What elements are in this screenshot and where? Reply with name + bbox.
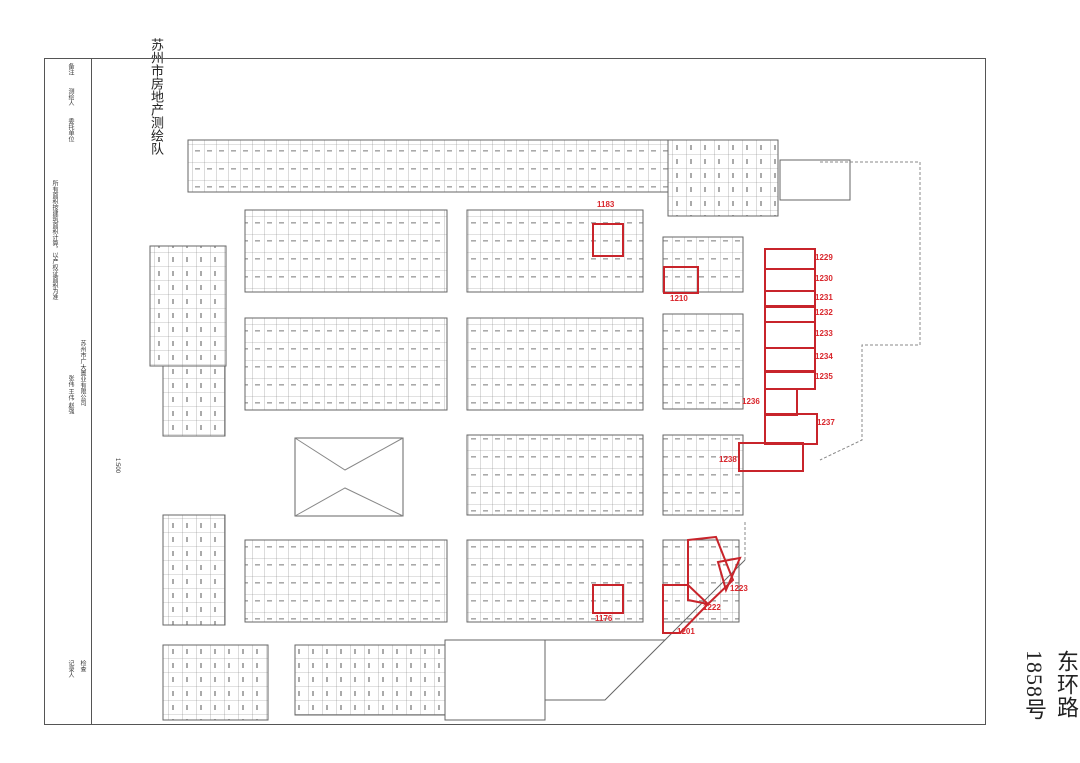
block-b2 bbox=[466, 317, 644, 411]
unit-1234-label: 1234 bbox=[815, 352, 833, 361]
block-left-lower bbox=[162, 514, 226, 626]
unit-1229-box[interactable] bbox=[764, 248, 816, 270]
block-c2 bbox=[466, 434, 644, 516]
block-r1 bbox=[662, 236, 744, 293]
unit-1236-box[interactable] bbox=[764, 388, 798, 416]
block-r2 bbox=[662, 313, 744, 410]
unit-1183-label: 1183 bbox=[597, 200, 615, 209]
side-panel bbox=[44, 58, 92, 725]
unit-1235-box[interactable] bbox=[764, 370, 816, 390]
block-r3 bbox=[662, 434, 744, 516]
unit-1237-label: 1237 bbox=[817, 418, 835, 427]
block-b1 bbox=[244, 317, 448, 411]
org-title: 苏州市房地产测绘队 bbox=[149, 38, 164, 155]
unit-1201-label: 1201 bbox=[677, 627, 695, 636]
block-left-bottom bbox=[162, 644, 269, 721]
side-client-name: 苏州市广大置业有限公司 bbox=[79, 340, 85, 406]
unit-1183-box[interactable] bbox=[592, 223, 624, 257]
block-d2 bbox=[466, 539, 644, 623]
outline-right-edge bbox=[819, 161, 921, 461]
block-top-row bbox=[187, 139, 669, 193]
road-address-label: 东环路1858号 bbox=[1022, 650, 1079, 721]
unit-1233-box[interactable] bbox=[764, 321, 816, 349]
block-left-upper bbox=[149, 245, 227, 367]
side-staff-names: 张伟 王伟 赵强 bbox=[67, 375, 73, 415]
unit-1238-box[interactable] bbox=[738, 442, 804, 472]
unit-1238-label: 1238 bbox=[719, 455, 737, 464]
unit-1234-box[interactable] bbox=[764, 347, 816, 373]
block-r4 bbox=[662, 539, 740, 623]
unit-1235-label: 1235 bbox=[815, 372, 833, 381]
unit-1233-label: 1233 bbox=[815, 329, 833, 338]
unit-1223-label: 1223 bbox=[730, 584, 748, 593]
courtyard bbox=[294, 437, 404, 517]
unit-1230-box[interactable] bbox=[764, 268, 816, 292]
side-owner-label: 委托单位 bbox=[67, 118, 73, 142]
unit-1176-label: 1176 bbox=[595, 614, 613, 623]
unit-1222-label: 1222 bbox=[703, 603, 721, 612]
unit-1231-box[interactable] bbox=[764, 290, 816, 308]
side-recorder-label: 记录人 bbox=[67, 660, 73, 678]
block-top-corner bbox=[779, 159, 851, 201]
unit-1210-label: 1210 bbox=[670, 294, 688, 303]
side-note-label: 备注 bbox=[67, 63, 73, 75]
side-note-text: 所有面积按建筑面积计算，以产权证面积为准 bbox=[51, 180, 57, 300]
unit-1231-label: 1231 bbox=[815, 293, 833, 302]
block-e1 bbox=[294, 644, 446, 716]
unit-1230-label: 1230 bbox=[815, 274, 833, 283]
unit-1237-box[interactable] bbox=[764, 413, 818, 445]
block-bottom-mid bbox=[444, 639, 546, 721]
unit-1236-label: 1236 bbox=[742, 397, 760, 406]
unit-1210-box[interactable] bbox=[663, 266, 699, 294]
unit-1232-label: 1232 bbox=[815, 308, 833, 317]
block-d1 bbox=[244, 539, 448, 623]
unit-1229-label: 1229 bbox=[815, 253, 833, 262]
unit-1176-box[interactable] bbox=[592, 584, 624, 614]
block-left-mid bbox=[162, 365, 226, 437]
side-scale: 1:500 bbox=[114, 458, 120, 474]
block-a1 bbox=[244, 209, 448, 293]
side-surveyor-label: 测绘人 bbox=[67, 88, 73, 106]
block-bottom-diag bbox=[544, 639, 667, 701]
side-checker-label: 检查 bbox=[79, 660, 85, 672]
block-top-right bbox=[667, 139, 779, 217]
